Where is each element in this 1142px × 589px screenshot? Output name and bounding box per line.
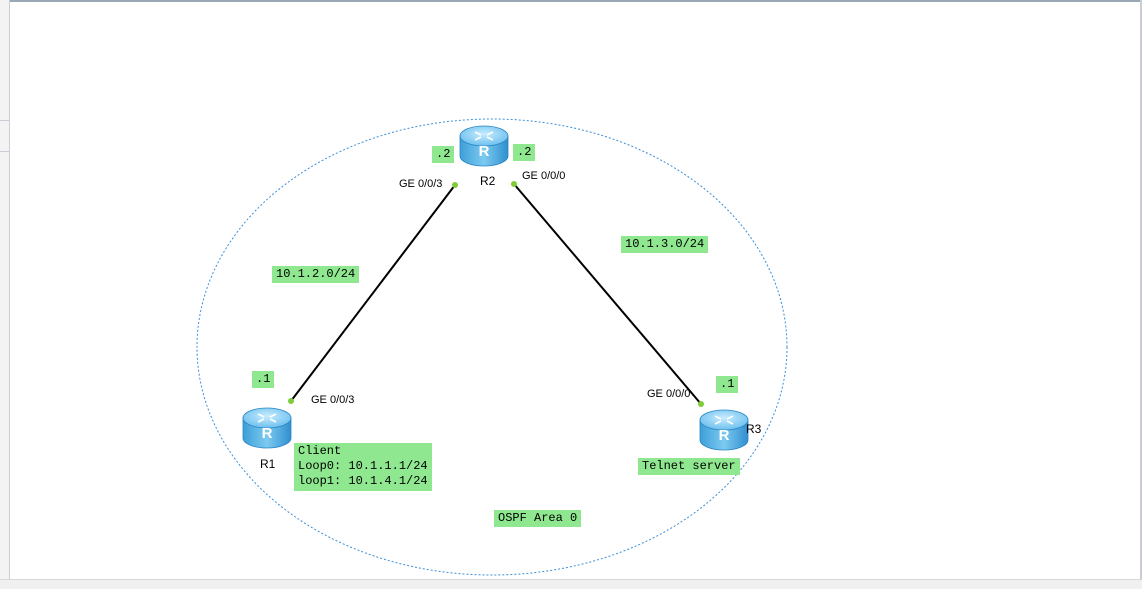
window-right-border	[1140, 0, 1142, 588]
router-r3-name: R3	[746, 422, 762, 436]
left-panel-marker	[0, 120, 9, 152]
r3-interface-ge000: GE 0/0/0	[647, 388, 691, 400]
network-label-r1-r2: 10.1.2.0/24	[272, 266, 360, 283]
r1-interface-ge003: GE 0/0/3	[311, 394, 355, 406]
r1-loop1: loop1: 10.1.4.1/24	[298, 474, 428, 488]
network-label-r2-r3: 10.1.3.0/24	[621, 236, 709, 253]
r1-host-label: .1	[252, 371, 275, 388]
horizontal-scrollbar[interactable]	[0, 579, 1142, 589]
port-dot-r2-ge000	[511, 181, 517, 187]
router-r2-icon[interactable]	[459, 125, 509, 167]
port-dot-r3-ge000	[698, 401, 704, 407]
port-dot-r2-ge003	[452, 182, 458, 188]
r1-role: Client	[298, 444, 342, 458]
link-r1-r2	[290, 184, 456, 402]
left-panel-edge	[0, 0, 10, 588]
r2-host-left-label: .2	[432, 146, 455, 163]
ospf-area-label: OSPF Area 0	[494, 510, 582, 527]
r1-loop0: Loop0: 10.1.1.1/24	[298, 459, 428, 473]
router-r1-icon[interactable]	[242, 407, 292, 449]
window-top-border	[0, 0, 1142, 2]
r2-host-right-label: .2	[513, 144, 536, 161]
r2-interface-ge000: GE 0/0/0	[522, 170, 566, 182]
router-r3-icon[interactable]	[699, 409, 749, 451]
r2-interface-ge003: GE 0/0/3	[399, 178, 443, 190]
r3-role-note: Telnet server	[638, 458, 740, 475]
port-dot-r1-ge003	[288, 398, 294, 404]
router-r1-name: R1	[260, 457, 276, 471]
ospf-area-boundary	[196, 118, 788, 576]
r3-host-label: .1	[716, 376, 739, 393]
link-r2-r3	[513, 183, 702, 405]
router-r2-name: R2	[480, 174, 496, 188]
